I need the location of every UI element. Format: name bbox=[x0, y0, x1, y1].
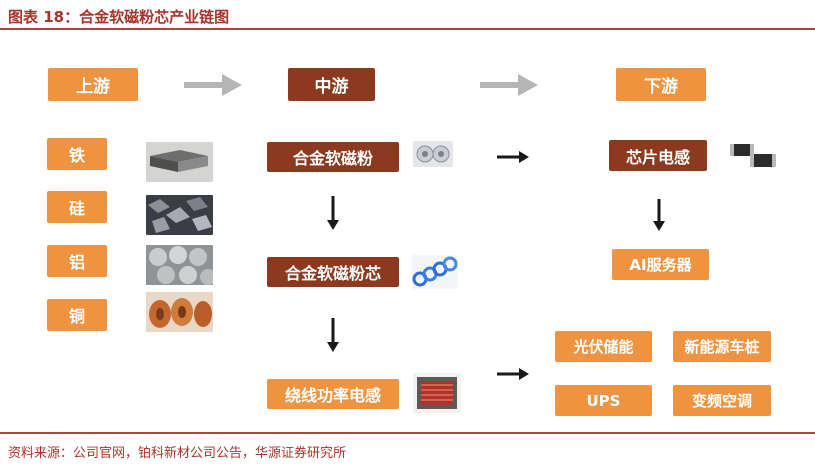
midstream-alloy-powder-core: 合金软磁粉芯 bbox=[267, 257, 399, 287]
powder-core-image bbox=[412, 255, 458, 289]
material-silicon: 硅 bbox=[47, 191, 107, 223]
material-aluminum: 铝 bbox=[47, 245, 107, 277]
stage-midstream: 中游 bbox=[288, 68, 375, 101]
mid-arrow-1 bbox=[327, 196, 339, 230]
midstream-alloy-powder: 合金软磁粉 bbox=[267, 142, 399, 172]
inductor-image bbox=[413, 373, 461, 413]
material-copper: 铜 bbox=[47, 299, 107, 331]
stage-arrow-1 bbox=[184, 74, 242, 96]
app-inverter-ac: 变频空调 bbox=[673, 385, 771, 416]
stage-arrow-2 bbox=[480, 74, 538, 96]
h-arrow-2 bbox=[497, 368, 529, 380]
h-arrow-1 bbox=[497, 151, 529, 163]
source-rule bbox=[0, 432, 815, 434]
copper-image bbox=[146, 292, 213, 332]
iron-image bbox=[146, 142, 213, 182]
app-pv-storage: 光伏储能 bbox=[555, 331, 652, 362]
figure-title: 图表 18：合金软磁粉芯产业链图 bbox=[8, 8, 230, 26]
mid-arrow-2 bbox=[327, 318, 339, 352]
source-note: 资料来源：公司官网，铂科新材公司公告，华源证券研究所 bbox=[8, 446, 347, 461]
downstream-chip-inductor: 芯片电感 bbox=[609, 140, 707, 171]
silicon-image bbox=[146, 195, 213, 235]
midstream-power-inductor: 绕线功率电感 bbox=[267, 379, 399, 409]
material-iron: 铁 bbox=[47, 138, 107, 170]
stage-upstream: 上游 bbox=[48, 68, 138, 101]
aluminum-image bbox=[146, 245, 213, 285]
chip-inductor-image bbox=[726, 138, 780, 170]
downstream-ai-server: AI服务器 bbox=[612, 249, 709, 280]
title-rule bbox=[0, 28, 815, 30]
powder-image bbox=[413, 141, 453, 167]
app-nev-charging: 新能源车桩 bbox=[673, 331, 771, 362]
down-arrow-1 bbox=[653, 199, 665, 231]
stage-downstream: 下游 bbox=[616, 68, 706, 101]
app-ups: UPS bbox=[555, 385, 652, 416]
